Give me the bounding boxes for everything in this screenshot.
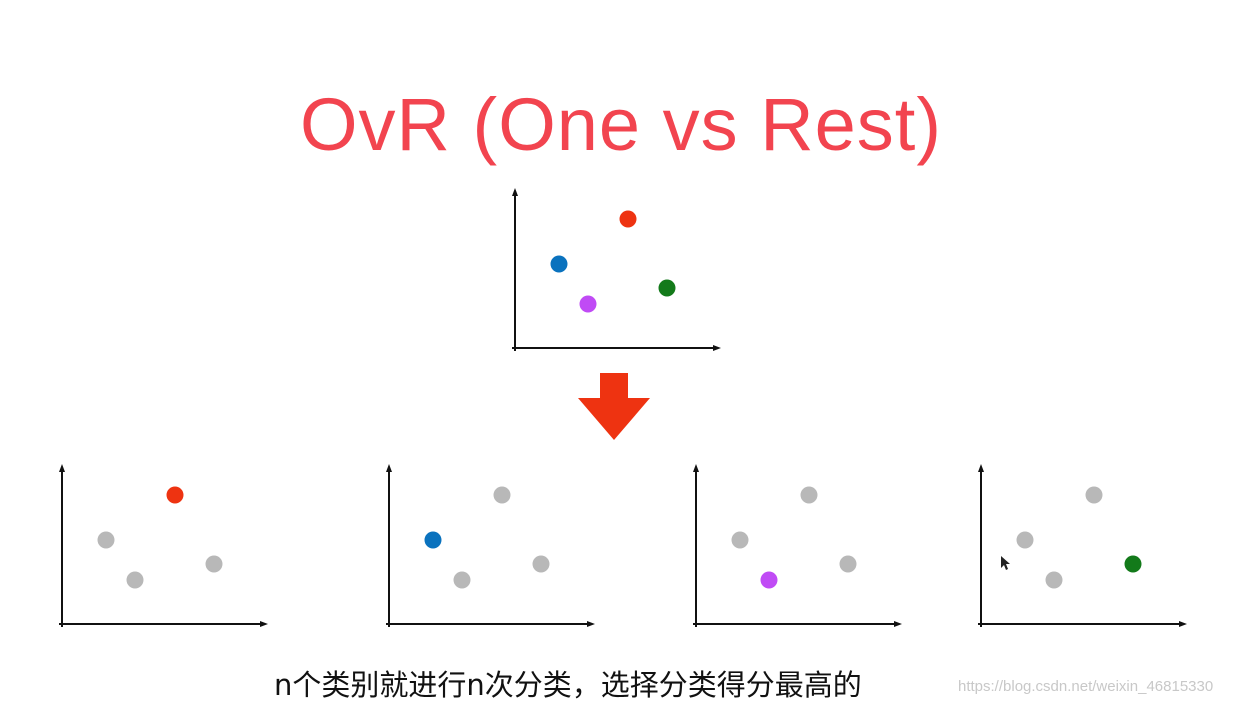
original-plot [512, 188, 721, 351]
class-point-3 [579, 295, 597, 313]
x-axis-arrow-icon [713, 345, 721, 351]
rest-point [839, 555, 857, 573]
down-arrow-icon [578, 373, 650, 440]
slide-title: OvR (One vs Rest) [300, 83, 942, 166]
class-point-1 [166, 486, 184, 504]
rest-point [205, 555, 223, 573]
caption: n个类别就进行n次分类，选择分类得分最高的 [274, 668, 862, 702]
y-axis-arrow-icon [386, 464, 392, 472]
ovr-panel-4 [978, 464, 1187, 627]
rest-point [453, 571, 471, 589]
y-axis-arrow-icon [693, 464, 699, 472]
rest-point [1016, 531, 1034, 549]
rest-point [493, 486, 511, 504]
y-axis-arrow-icon [59, 464, 65, 472]
watermark: https://blog.csdn.net/weixin_46815330 [958, 678, 1214, 695]
class-point-1 [619, 210, 637, 228]
class-point-4 [658, 279, 676, 297]
x-axis-arrow-icon [260, 621, 268, 627]
rest-point [731, 531, 749, 549]
ovr-panel-2 [386, 464, 595, 627]
rest-point [800, 486, 818, 504]
class-point-2 [424, 531, 442, 549]
x-axis-arrow-icon [1179, 621, 1187, 627]
x-axis-arrow-icon [587, 621, 595, 627]
x-axis-arrow-icon [894, 621, 902, 627]
class-point-4 [1124, 555, 1142, 573]
class-point-3 [760, 571, 778, 589]
cursor-icon [1001, 556, 1010, 570]
y-axis-arrow-icon [978, 464, 984, 472]
rest-point [126, 571, 144, 589]
ovr-panel-3 [693, 464, 902, 627]
rest-point [1085, 486, 1103, 504]
class-point-2 [550, 255, 568, 273]
y-axis-arrow-icon [512, 188, 518, 196]
rest-point [97, 531, 115, 549]
ovr-panel-1 [59, 464, 268, 627]
rest-point [1045, 571, 1063, 589]
rest-point [532, 555, 550, 573]
